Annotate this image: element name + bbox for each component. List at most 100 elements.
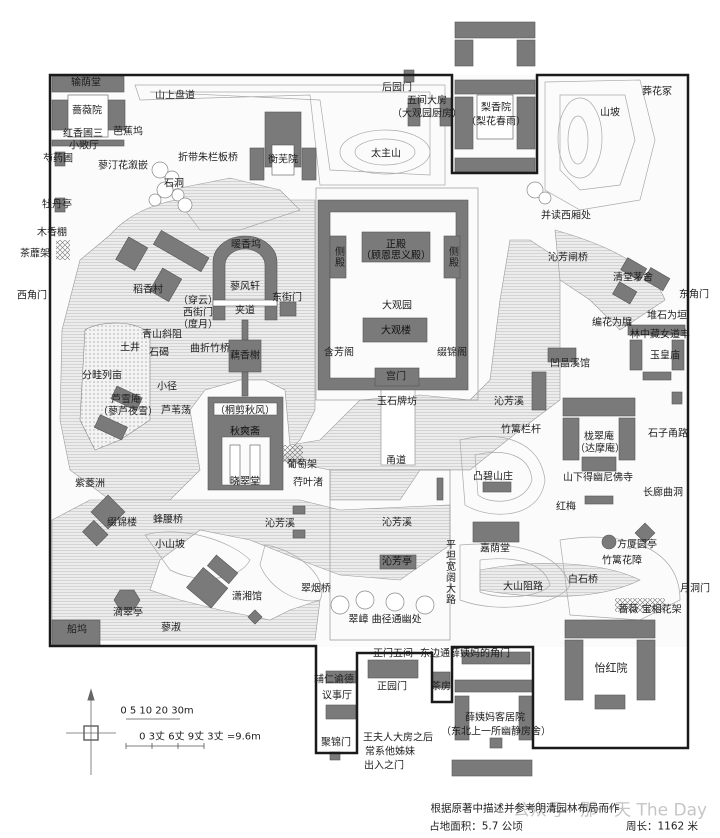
label-dicui: 滴翠亭 xyxy=(113,607,143,619)
label-fengyao: 蜂腰桥 xyxy=(153,514,183,526)
label-xiaocui: 晓翠堂 xyxy=(230,476,260,488)
label-slope: 山坡 xyxy=(600,107,620,119)
tumi-trellis xyxy=(56,240,70,260)
label-xiaojing: 小径 xyxy=(157,381,177,393)
label-rose-trellis: 蔷薇 宝相花架 xyxy=(618,604,682,616)
label-qinfang-stream-2: 沁芳溪 xyxy=(265,518,295,530)
label-main-mountain: 太主山 xyxy=(371,148,401,160)
label-tea-room: 茶房 xyxy=(431,681,451,693)
label-kitchen: 五间大房 xyxy=(407,95,447,107)
label-jujin-gate: 聚锦门 xyxy=(321,737,351,749)
label-luxue-alt: （蓼芦夜雪） xyxy=(98,406,158,418)
label-long-corridor: 长廊曲洞 xyxy=(643,487,683,499)
rockery xyxy=(148,161,552,615)
label-muxiang: 木香棚 xyxy=(37,227,67,239)
label-shizi-path: 石子甬路 xyxy=(648,428,688,440)
label-east-side-gate: 东边通薛姨妈的角门 xyxy=(420,648,510,660)
buildings xyxy=(51,21,686,777)
label-hongxiang: 红香圃三 xyxy=(63,128,103,140)
label-cuiyan-bridge: 翠烟桥 xyxy=(301,583,331,595)
label-liaoshu: 蓼淑 xyxy=(161,622,181,634)
label-duyue: （度月） xyxy=(178,319,218,331)
label-dashan: 大山阻路 xyxy=(503,581,543,593)
label-yishi-hall: 议事厅 xyxy=(322,690,352,702)
label-main-hall-alt: （顾恩思义殿） xyxy=(361,250,431,262)
label-west-street-gate: 西街门 xyxy=(183,307,213,319)
label-tubi: 凸碧山庄 xyxy=(473,471,513,483)
label-qinfang-stream-3: 沁芳溪 xyxy=(382,517,412,529)
label-shaoyao: 芍药圃 xyxy=(43,153,73,165)
label-tumi: 茶蘼架 xyxy=(20,248,50,260)
label-yuhuang: 玉皇庙 xyxy=(650,350,680,362)
label-kitchen-alt: （大观园厨房） xyxy=(392,108,462,120)
label-zhuqiao: 曲折竹桥 xyxy=(190,343,230,355)
label-main-gate-five: 正门五间 xyxy=(373,648,413,660)
label-nuanxiang: 暖香坞 xyxy=(231,239,261,251)
label-jiayin: 嘉荫堂 xyxy=(480,543,510,555)
rose-trellis xyxy=(615,598,665,612)
label-aojing: 凹晶溪馆 xyxy=(550,358,590,370)
caption-note: 根据原著中描述并参考明清园林布局而作 xyxy=(430,802,620,815)
label-back-gate: 后园门 xyxy=(382,82,412,94)
label-small-slope: 小山坡 xyxy=(155,539,185,551)
label-duishi: 堆石为垣 xyxy=(647,310,687,322)
label-zhencui: 栊翠庵 xyxy=(584,431,614,443)
label-luwei: 芦苇荡 xyxy=(161,405,191,417)
garden-wall xyxy=(48,73,690,755)
label-mountain-path: 山上盘道 xyxy=(155,90,195,102)
label-zhuijin-ge: 缀锦阁 xyxy=(437,347,467,359)
label-daguanyuan: 大观园 xyxy=(382,300,412,312)
label-zhencui-alt: （达摩庵） xyxy=(575,443,625,455)
label-zilingzhou: 紫菱洲 xyxy=(75,478,105,490)
label-furen: 辅仁谕德 xyxy=(314,674,354,686)
label-hengwu: 衡芜院 xyxy=(268,154,298,166)
label-road: 平坦宽阔大路 xyxy=(443,539,455,605)
label-linzhong: 林中藏女道丰 xyxy=(630,329,690,341)
label-jiadao: 夹道 xyxy=(235,305,255,317)
label-yushi-paifang: 玉石牌坊 xyxy=(377,396,417,408)
label-qinfang-pavilion: 沁芳亭 xyxy=(382,556,412,568)
label-zhedai-bridge: 折带朱栏板桥 xyxy=(178,152,238,164)
label-qiangwei-court: 蔷薇院 xyxy=(72,105,102,117)
scale-bar xyxy=(125,718,205,749)
label-flower-tomb: 葬花冢 xyxy=(642,86,672,98)
label-side-hall-east: 侧殿 xyxy=(446,246,458,268)
label-main-garden-gate: 正园门 xyxy=(377,681,407,693)
label-xixiang: 并读西厢处 xyxy=(541,210,591,222)
label-shuyin-hall: 输荫堂 xyxy=(71,77,101,89)
label-bianhua: 编花为牖 xyxy=(592,317,632,329)
label-wang-note-1: 王夫人大房之后 xyxy=(363,732,433,744)
label-tongjian: （桐剪秋风） xyxy=(215,405,275,417)
compass-icon xyxy=(66,688,116,775)
caption-perimeter: 周长：1162 米 xyxy=(625,820,699,833)
label-temple: 山下得幽尼佛寺 xyxy=(563,472,633,484)
label-fenqi: 分畦列亩 xyxy=(82,370,122,382)
label-yihong: 怡红院 xyxy=(594,661,628,675)
label-qinfang-stream-1: 沁芳溪 xyxy=(494,396,524,408)
label-lixiang-court: 梨香院 xyxy=(481,102,511,114)
label-qinfang-sluice: 沁芳闸桥 xyxy=(548,252,588,264)
grape-trellis xyxy=(283,445,303,463)
label-xue-court: 薛姨妈客居院 xyxy=(465,712,525,724)
label-qingtang: 清堂茅舍 xyxy=(613,272,653,284)
label-east-corner-gate: 东角门 xyxy=(679,289,709,301)
label-shijie: 石碣 xyxy=(149,347,169,359)
label-xue-court-alt: （东北上一所幽静房舍） xyxy=(441,726,551,738)
label-bajiao: 芭蕉坞 xyxy=(113,126,143,138)
scale-zhang-label: 0 3丈 6丈 9丈 3丈 =9.6m xyxy=(139,731,261,743)
label-wang-note-3: 出入之门 xyxy=(364,760,404,772)
label-tujing: 土井 xyxy=(120,342,140,354)
label-ouxiang: 藕香榭 xyxy=(230,350,260,362)
label-lixiang-alt: （梨花春雨） xyxy=(466,116,526,128)
label-grape: 葡萄架 xyxy=(287,459,317,471)
label-hongxiang-hall: 小敞厅 xyxy=(69,140,99,152)
label-mudan: 牡丹亭 xyxy=(42,199,72,211)
label-wang-note-2: 常系他姊妹 xyxy=(365,746,415,758)
label-zhuijin-lou: 缀锦楼 xyxy=(107,517,137,529)
label-baishi-bridge: 白石桥 xyxy=(568,574,598,586)
label-cuizhang: 翠嶂 曲径通幽处 xyxy=(348,614,422,626)
label-daoxiang: 稻香村 xyxy=(133,284,163,296)
label-palace-gate: 宫门 xyxy=(386,371,406,383)
label-west-corner-gate: 西角门 xyxy=(17,290,47,302)
